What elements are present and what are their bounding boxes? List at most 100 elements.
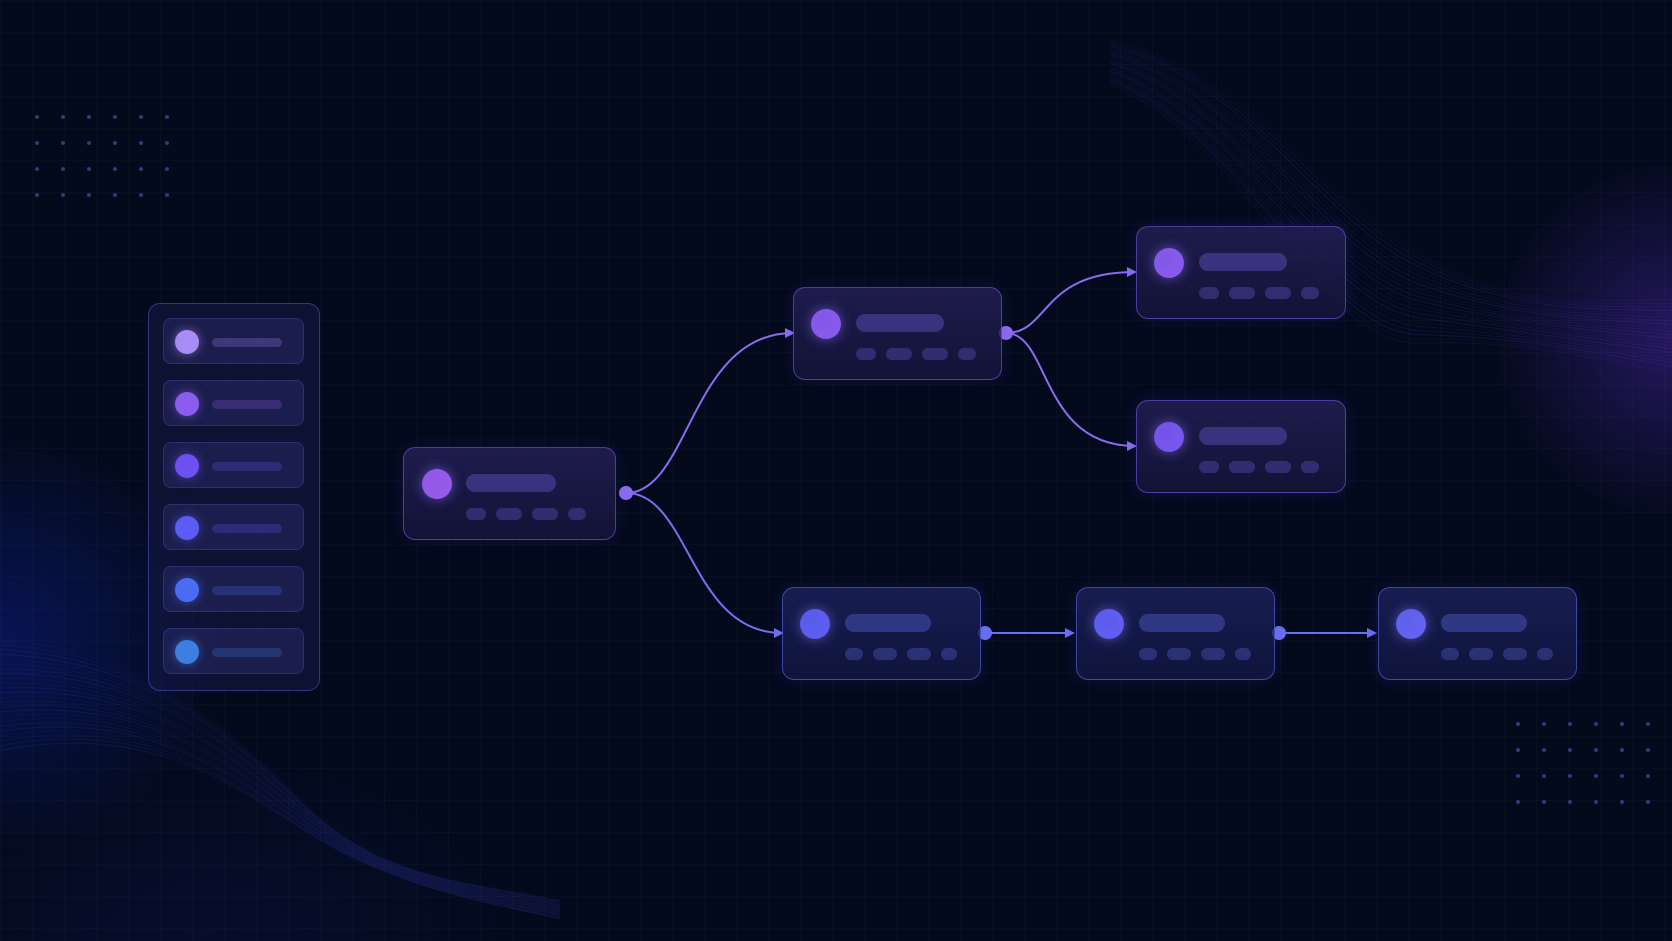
node-leaf-2[interactable] <box>1136 400 1346 493</box>
grid-dot <box>1542 800 1546 804</box>
wave-line <box>0 738 561 919</box>
wave-line <box>0 726 561 916</box>
wave-line <box>1109 71 1672 353</box>
grid-dot <box>61 167 65 171</box>
node-meta-placeholder <box>1199 461 1219 473</box>
wave-line <box>0 682 561 908</box>
grid-dot <box>1594 800 1598 804</box>
node-step-2[interactable] <box>1076 587 1275 680</box>
node-meta-placeholder <box>922 348 948 360</box>
wave-line <box>1109 52 1672 322</box>
node-meta-placeholder <box>856 348 876 360</box>
node-branch-top[interactable] <box>793 287 1002 380</box>
palette-item-dot <box>175 578 199 602</box>
palette-item[interactable] <box>163 442 304 488</box>
node-step-3[interactable] <box>1378 587 1577 680</box>
grid-dot <box>1646 800 1650 804</box>
grid-dot <box>1568 722 1572 726</box>
port-step-1-out[interactable] <box>978 626 992 640</box>
dot-grid-top-left <box>35 115 175 200</box>
wave-line <box>1109 39 1672 302</box>
palette-item-dot <box>175 392 199 416</box>
grid-dot <box>1594 722 1598 726</box>
palette-item[interactable] <box>163 628 304 674</box>
grid-dot <box>113 193 117 197</box>
grid-dot <box>139 115 143 119</box>
port-branch-top-out[interactable] <box>999 326 1013 340</box>
grid-dot <box>1646 722 1650 726</box>
node-meta-placeholder <box>1265 287 1291 299</box>
grid-dot <box>35 167 39 171</box>
wave-line <box>1109 54 1672 325</box>
palette-item[interactable] <box>163 380 304 426</box>
grid-dot <box>1620 722 1624 726</box>
node-palette-panel <box>148 303 320 691</box>
node-meta-placeholder <box>1265 461 1291 473</box>
wave-line <box>0 663 561 905</box>
grid-dot <box>165 167 169 171</box>
grid-dot <box>113 115 117 119</box>
grid-dot <box>87 115 91 119</box>
port-root-out[interactable] <box>619 486 633 500</box>
node-step-1[interactable] <box>782 587 981 680</box>
edge-branch-top-to-leaf-2 <box>1005 332 1137 451</box>
node-meta-placeholder <box>1201 648 1225 660</box>
wave-line <box>0 673 561 907</box>
grid-dot <box>1646 774 1650 778</box>
node-meta-placeholder <box>1301 461 1319 473</box>
wave-line <box>0 709 561 913</box>
grid-dot <box>1620 748 1624 752</box>
palette-item-dot <box>175 330 199 354</box>
palette-item[interactable] <box>163 504 304 550</box>
node-meta-placeholder <box>1503 648 1527 660</box>
port-step-2-out[interactable] <box>1272 626 1286 640</box>
node-meta-placeholder <box>466 508 486 520</box>
node-title-placeholder <box>856 314 944 332</box>
grid-dot <box>165 115 169 119</box>
dot-grid-bottom-right <box>1516 722 1656 807</box>
node-meta-placeholder <box>1537 648 1553 660</box>
palette-item[interactable] <box>163 566 304 612</box>
wave-line <box>0 696 561 911</box>
grid-dot <box>35 115 39 119</box>
node-status-dot <box>1094 609 1124 639</box>
wave-line <box>1109 83 1672 374</box>
node-meta-placeholder <box>907 648 931 660</box>
wave-line <box>1109 62 1672 339</box>
wave-line <box>1109 60 1672 336</box>
grid-dot <box>165 141 169 145</box>
wave-line <box>1109 81 1672 371</box>
node-meta-placeholder <box>958 348 976 360</box>
grid-dot <box>35 193 39 197</box>
node-status-dot <box>1154 248 1184 278</box>
palette-item-label-placeholder <box>212 462 282 471</box>
wave-line <box>0 639 561 901</box>
node-root[interactable] <box>403 447 616 540</box>
grid-dot <box>61 193 65 197</box>
grid-dot <box>1568 800 1572 804</box>
grid-dot <box>113 167 117 171</box>
wave-line <box>0 687 561 909</box>
node-status-dot <box>1154 422 1184 452</box>
grid-dot <box>1516 774 1520 778</box>
node-status-dot <box>811 309 841 339</box>
grid-dot <box>165 193 169 197</box>
grid-dot <box>87 193 91 197</box>
node-meta-placeholder <box>873 648 897 660</box>
palette-item-label-placeholder <box>212 524 282 533</box>
node-title-placeholder <box>1199 427 1287 445</box>
node-meta-placeholder <box>1235 648 1251 660</box>
edge-root-to-branch-top <box>625 328 795 494</box>
wave-line <box>0 691 561 910</box>
wave-line <box>1109 77 1672 364</box>
node-status-dot <box>422 469 452 499</box>
grid-dot <box>113 141 117 145</box>
grid-dot <box>35 141 39 145</box>
grid-dot <box>61 115 65 119</box>
palette-item-label-placeholder <box>212 586 282 595</box>
palette-item[interactable] <box>163 318 304 364</box>
node-leaf-1[interactable] <box>1136 226 1346 319</box>
wave-line <box>1109 56 1672 329</box>
wave-line <box>0 722 561 915</box>
